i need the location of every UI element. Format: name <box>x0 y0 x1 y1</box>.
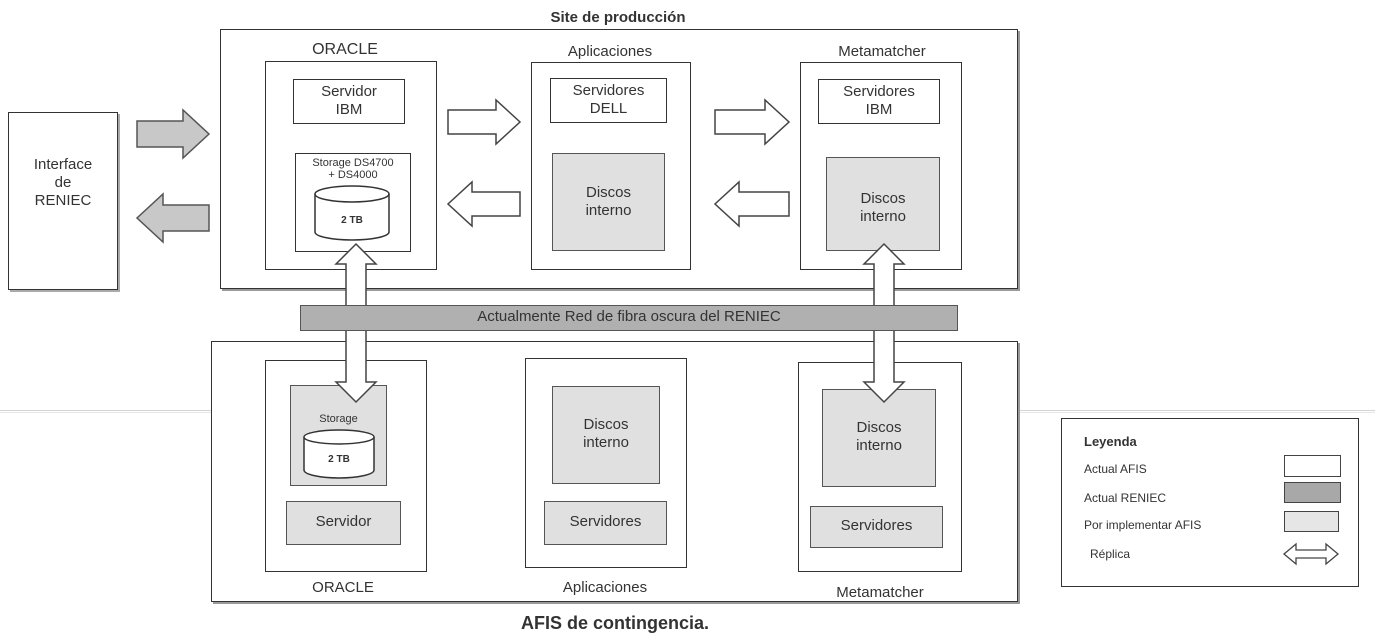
legend-label-por-implementar: Por implementar AFIS <box>1084 518 1202 532</box>
prod-meta-heading: Metamatcher <box>838 43 926 60</box>
cont-oracle-storage-label: Storage <box>319 413 358 425</box>
prod-oracle-disk-icon <box>314 185 390 241</box>
legend-label-replica: Réplica <box>1090 547 1131 561</box>
legend-swatch-actual-reniec <box>1284 482 1341 503</box>
arrow-meta-to-apps-icon <box>713 180 790 228</box>
reniec-fiber-network-band-overlay <box>300 305 958 331</box>
cont-apps-disk-label: Discos interno <box>583 416 629 451</box>
prod-oracle-storage-label: Storage DS4700 + DS4000 <box>312 157 394 181</box>
cont-meta-server <box>810 506 943 548</box>
prod-apps-disk-label: Discos interno <box>585 184 632 219</box>
cont-meta-heading: Metamatcher <box>836 584 924 601</box>
cont-apps-server-label: Servidores <box>569 513 642 530</box>
cont-oracle-heading: ORACLE <box>312 579 374 596</box>
prod-meta-disk <box>826 157 940 251</box>
cont-apps-heading: Aplicaciones <box>562 579 648 596</box>
prod-oracle-disk-label: 2 TB <box>341 215 363 226</box>
legend-swatch-actual-afis <box>1284 455 1341 477</box>
prod-meta-server <box>818 79 940 124</box>
cont-oracle-server <box>286 501 401 545</box>
arrow-to-interface-icon <box>135 192 210 244</box>
arrow-apps-to-meta-icon <box>714 98 791 146</box>
cont-oracle-disk-icon <box>303 429 375 479</box>
double-arrow-icon <box>1282 542 1340 566</box>
arrow-apps-to-oracle-icon <box>446 180 521 228</box>
prod-meta-disk-label: Discos interno <box>860 190 906 225</box>
cont-meta-disk <box>822 389 936 487</box>
prod-apps-server-label: Servidores DELL <box>572 82 645 117</box>
cont-oracle-server-label: Servidor <box>315 513 372 530</box>
arrow-oracle-to-apps-icon <box>447 98 522 146</box>
prod-apps-server <box>550 78 667 123</box>
legend-label-actual-reniec: Actual RENIEC <box>1084 491 1167 505</box>
legend-label-actual-afis: Actual AFIS <box>1084 462 1147 476</box>
cont-meta-server-label: Servidores <box>840 517 913 534</box>
interface-reniec-box <box>8 112 118 290</box>
cont-oracle-disk-label: 2 TB <box>328 454 350 465</box>
cont-meta-disk-label: Discos interno <box>856 419 902 454</box>
prod-oracle-server <box>293 79 405 124</box>
prod-apps-disk <box>552 153 665 251</box>
contingency-site-title: AFIS de contingencia. <box>520 613 710 633</box>
prod-meta-server-label: Servidores IBM <box>843 83 915 118</box>
prod-oracle-server-label: Servidor IBM <box>321 83 377 118</box>
prod-apps-heading: Aplicaciones <box>567 43 653 60</box>
prod-oracle-heading: ORACLE <box>312 41 378 58</box>
cont-apps-disk <box>552 386 660 484</box>
interface-reniec-label: Interface de RENIEC <box>33 156 93 209</box>
production-site-title: Site de producción <box>550 9 686 26</box>
legend-swatch-por-implementar <box>1284 511 1339 532</box>
legend-title: Leyenda <box>1084 434 1137 449</box>
arrow-to-production-icon <box>136 108 211 160</box>
reniec-fiber-network-label: Actualmente Red de fibra oscura del RENI… <box>477 308 781 325</box>
cont-apps-server <box>544 501 667 545</box>
